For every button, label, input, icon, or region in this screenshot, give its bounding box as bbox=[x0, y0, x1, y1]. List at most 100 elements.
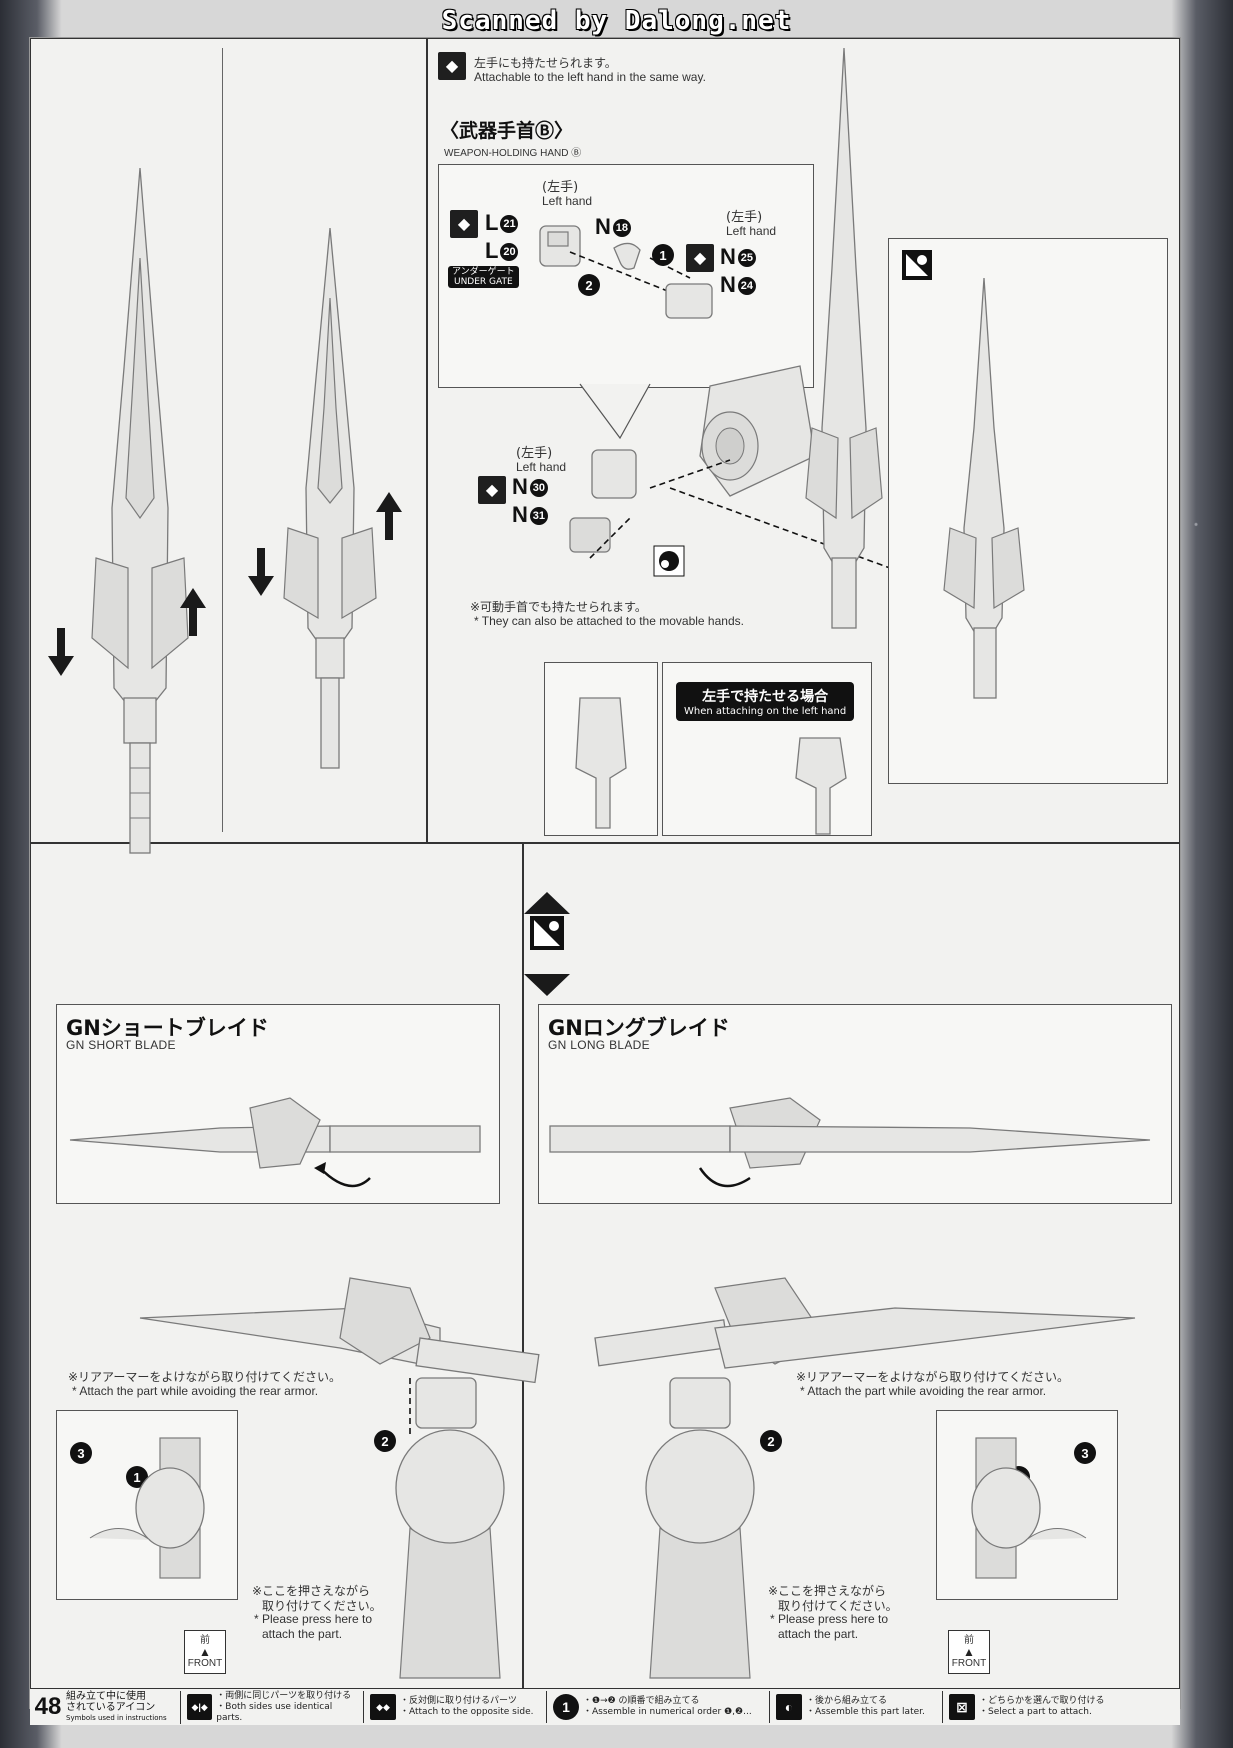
short-press-note-jp1: ※ここを押さえながら bbox=[252, 1584, 371, 1598]
long-press-note-jp2: 取り付けてください。 bbox=[778, 1599, 898, 1613]
legend-text-jp: ・後から組み立てる bbox=[806, 1696, 888, 1706]
long-rear-note-en: * Attach the part while avoiding the rea… bbox=[800, 1384, 1047, 1398]
scan-banner: Scanned by Dalong.net bbox=[441, 6, 792, 36]
legend-text-en: ・Attach to the opposite side. bbox=[400, 1707, 534, 1717]
body-rear-view bbox=[395, 1377, 505, 1679]
long-detail-drawing bbox=[971, 1437, 1087, 1579]
hand-with-grip bbox=[569, 449, 637, 553]
left-hand-label-jp-2: (左手) bbox=[726, 210, 763, 225]
movable-hand-note-jp: ※可動手首でも持たせられます。 bbox=[470, 600, 647, 614]
opposite-side-icon: ◆ bbox=[686, 244, 714, 272]
left-hand-label-en: Left hand bbox=[542, 194, 593, 208]
forearm-part bbox=[699, 365, 816, 497]
both-sides-icon: ◆ bbox=[438, 52, 466, 80]
long-press-note-en2: attach the part. bbox=[778, 1627, 859, 1641]
body-rear-view bbox=[645, 1377, 755, 1679]
step-1-marker: 1 bbox=[126, 1466, 148, 1488]
left-hand-label-jp: (左手) bbox=[542, 180, 579, 195]
hand-part-l bbox=[539, 225, 581, 267]
finger-part-n18 bbox=[613, 242, 641, 270]
step-3-marker: 3 bbox=[70, 1442, 92, 1464]
legend-item-select-part: ⊠ ・どちらかを選んで取り付ける・Select a part to attach… bbox=[943, 1691, 1125, 1723]
hand-part-n bbox=[665, 283, 713, 319]
legend-text-en: ・Assemble this part later. bbox=[806, 1707, 925, 1717]
step-3-marker: 3 bbox=[1074, 1442, 1096, 1464]
long-blade-subtitle: GN LONG BLADE bbox=[548, 1038, 650, 1052]
long-rear-note-jp: ※リアアーマーをよけながら取り付けてください。 bbox=[796, 1370, 1069, 1384]
assemble-later-icon: ◐ bbox=[776, 1694, 802, 1720]
up-arrow-icon bbox=[180, 588, 206, 636]
weapon-hand-title: 〈武器手首Ⓑ〉 bbox=[440, 120, 574, 142]
callout-pointer bbox=[579, 383, 651, 440]
front-indicator: 前 ▲ FRONT bbox=[184, 1630, 226, 1674]
step-2-marker: 2 bbox=[374, 1430, 396, 1452]
front-indicator: 前 ▲ FRONT bbox=[948, 1630, 990, 1674]
legend-title-jp2: されているアイコン bbox=[66, 1701, 156, 1713]
instruction-page: ◆ 左手にも持たせられます。 Attachable to the left ha… bbox=[30, 38, 1180, 1708]
left-attach-banner: 左手で持たせる場合 When attaching on the left han… bbox=[676, 682, 855, 721]
long-press-note-jp1: ※ここを押さえながら bbox=[768, 1584, 887, 1598]
movable-hand-note-en: * They can also be attached to the movab… bbox=[474, 614, 744, 628]
left-hand-label-en-3: Left hand bbox=[516, 460, 567, 474]
long-sword-vertical bbox=[805, 47, 883, 629]
vertical-sword-right bbox=[283, 227, 377, 769]
both-sides-icon: ◆|◆ bbox=[187, 1694, 213, 1720]
select-up-down-arrow bbox=[524, 892, 570, 996]
long-blade-title: GNロングブレイド bbox=[548, 1016, 730, 1040]
top-left-panel bbox=[30, 38, 428, 844]
up-arrow-icon bbox=[376, 492, 402, 540]
step-1-marker: 1 bbox=[652, 244, 674, 266]
attach-note-en: Attachable to the left hand in the same … bbox=[474, 70, 706, 84]
select-part-box bbox=[888, 238, 1168, 784]
step-2-marker: 2 bbox=[578, 274, 600, 296]
down-arrow-icon bbox=[248, 548, 274, 596]
front-arrow-icon: ▲ bbox=[199, 1645, 211, 1659]
short-press-note-en1: * Please press here to bbox=[254, 1612, 373, 1626]
opposite-side-icon: ◆ bbox=[450, 210, 478, 238]
opposite-side-icon: ◆ bbox=[478, 476, 506, 504]
legend-item-opposite-side: ◆◆ ・反対側に取り付けるパーツ・Attach to the opposite … bbox=[364, 1691, 547, 1723]
grip-detail-left bbox=[795, 737, 847, 835]
front-label-jp: 前 bbox=[200, 1635, 210, 1646]
select-part-icon bbox=[902, 250, 932, 280]
top-right-panel bbox=[426, 38, 1180, 844]
legend-text-en: ・Assemble in numerical order ❶,❷... bbox=[583, 1707, 752, 1717]
legend-title: 組み立て中に使用 されているアイコン Symbols used in instr… bbox=[66, 1690, 181, 1724]
short-rear-note-en: * Attach the part while avoiding the rea… bbox=[72, 1384, 319, 1398]
assemble-later-icon bbox=[653, 545, 685, 577]
legend-text-jp: ・どちらかを選んで取り付ける bbox=[979, 1696, 1105, 1706]
short-detail-drawing bbox=[89, 1437, 205, 1579]
step-2-marker: 2 bbox=[760, 1430, 782, 1452]
legend-item-both-sides: ◆|◆ ・両側に同じパーツを取り付ける・Both sides use ident… bbox=[181, 1691, 364, 1723]
short-sword-vertical bbox=[943, 277, 1025, 699]
legend-text-jp: ・両側に同じパーツを取り付ける bbox=[216, 1690, 352, 1701]
vertical-sword-left bbox=[91, 167, 189, 854]
grip-detail-right bbox=[575, 697, 627, 829]
legend-title-jp1: 組み立て中に使用 bbox=[66, 1690, 146, 1702]
long-press-note-en1: * Please press here to bbox=[770, 1612, 889, 1626]
legend-title-en: Symbols used in instructions bbox=[66, 1713, 167, 1722]
short-blade-angled bbox=[139, 1277, 540, 1384]
legend-item-numbered-order: 1 ・❶→❷ の順番で組み立てる・Assemble in numerical o… bbox=[547, 1691, 770, 1723]
short-rear-note-jp: ※リアアーマーをよけながら取り付けてください。 bbox=[68, 1370, 341, 1384]
front-label-jp: 前 bbox=[964, 1635, 974, 1646]
left-attach-banner-jp: 左手で持たせる場合 bbox=[702, 689, 829, 705]
page-number: 48 bbox=[34, 1693, 62, 1720]
symbols-legend: 48 組み立て中に使用 されているアイコン Symbols used in in… bbox=[30, 1688, 1180, 1725]
left-hand-label-en-2: Left hand bbox=[726, 224, 777, 238]
assembly-dash-lines bbox=[569, 251, 691, 293]
long-blade-horizontal bbox=[549, 1097, 1151, 1188]
legend-text-en: ・Both sides use identical parts. bbox=[216, 1701, 333, 1723]
left-attach-banner-en: When attaching on the left hand bbox=[684, 706, 847, 717]
left-hand-label-jp-3: (左手) bbox=[516, 446, 553, 461]
legend-text-jp: ・反対側に取り付けるパーツ bbox=[400, 1696, 517, 1706]
opposite-side-icon: ◆◆ bbox=[370, 1694, 396, 1720]
